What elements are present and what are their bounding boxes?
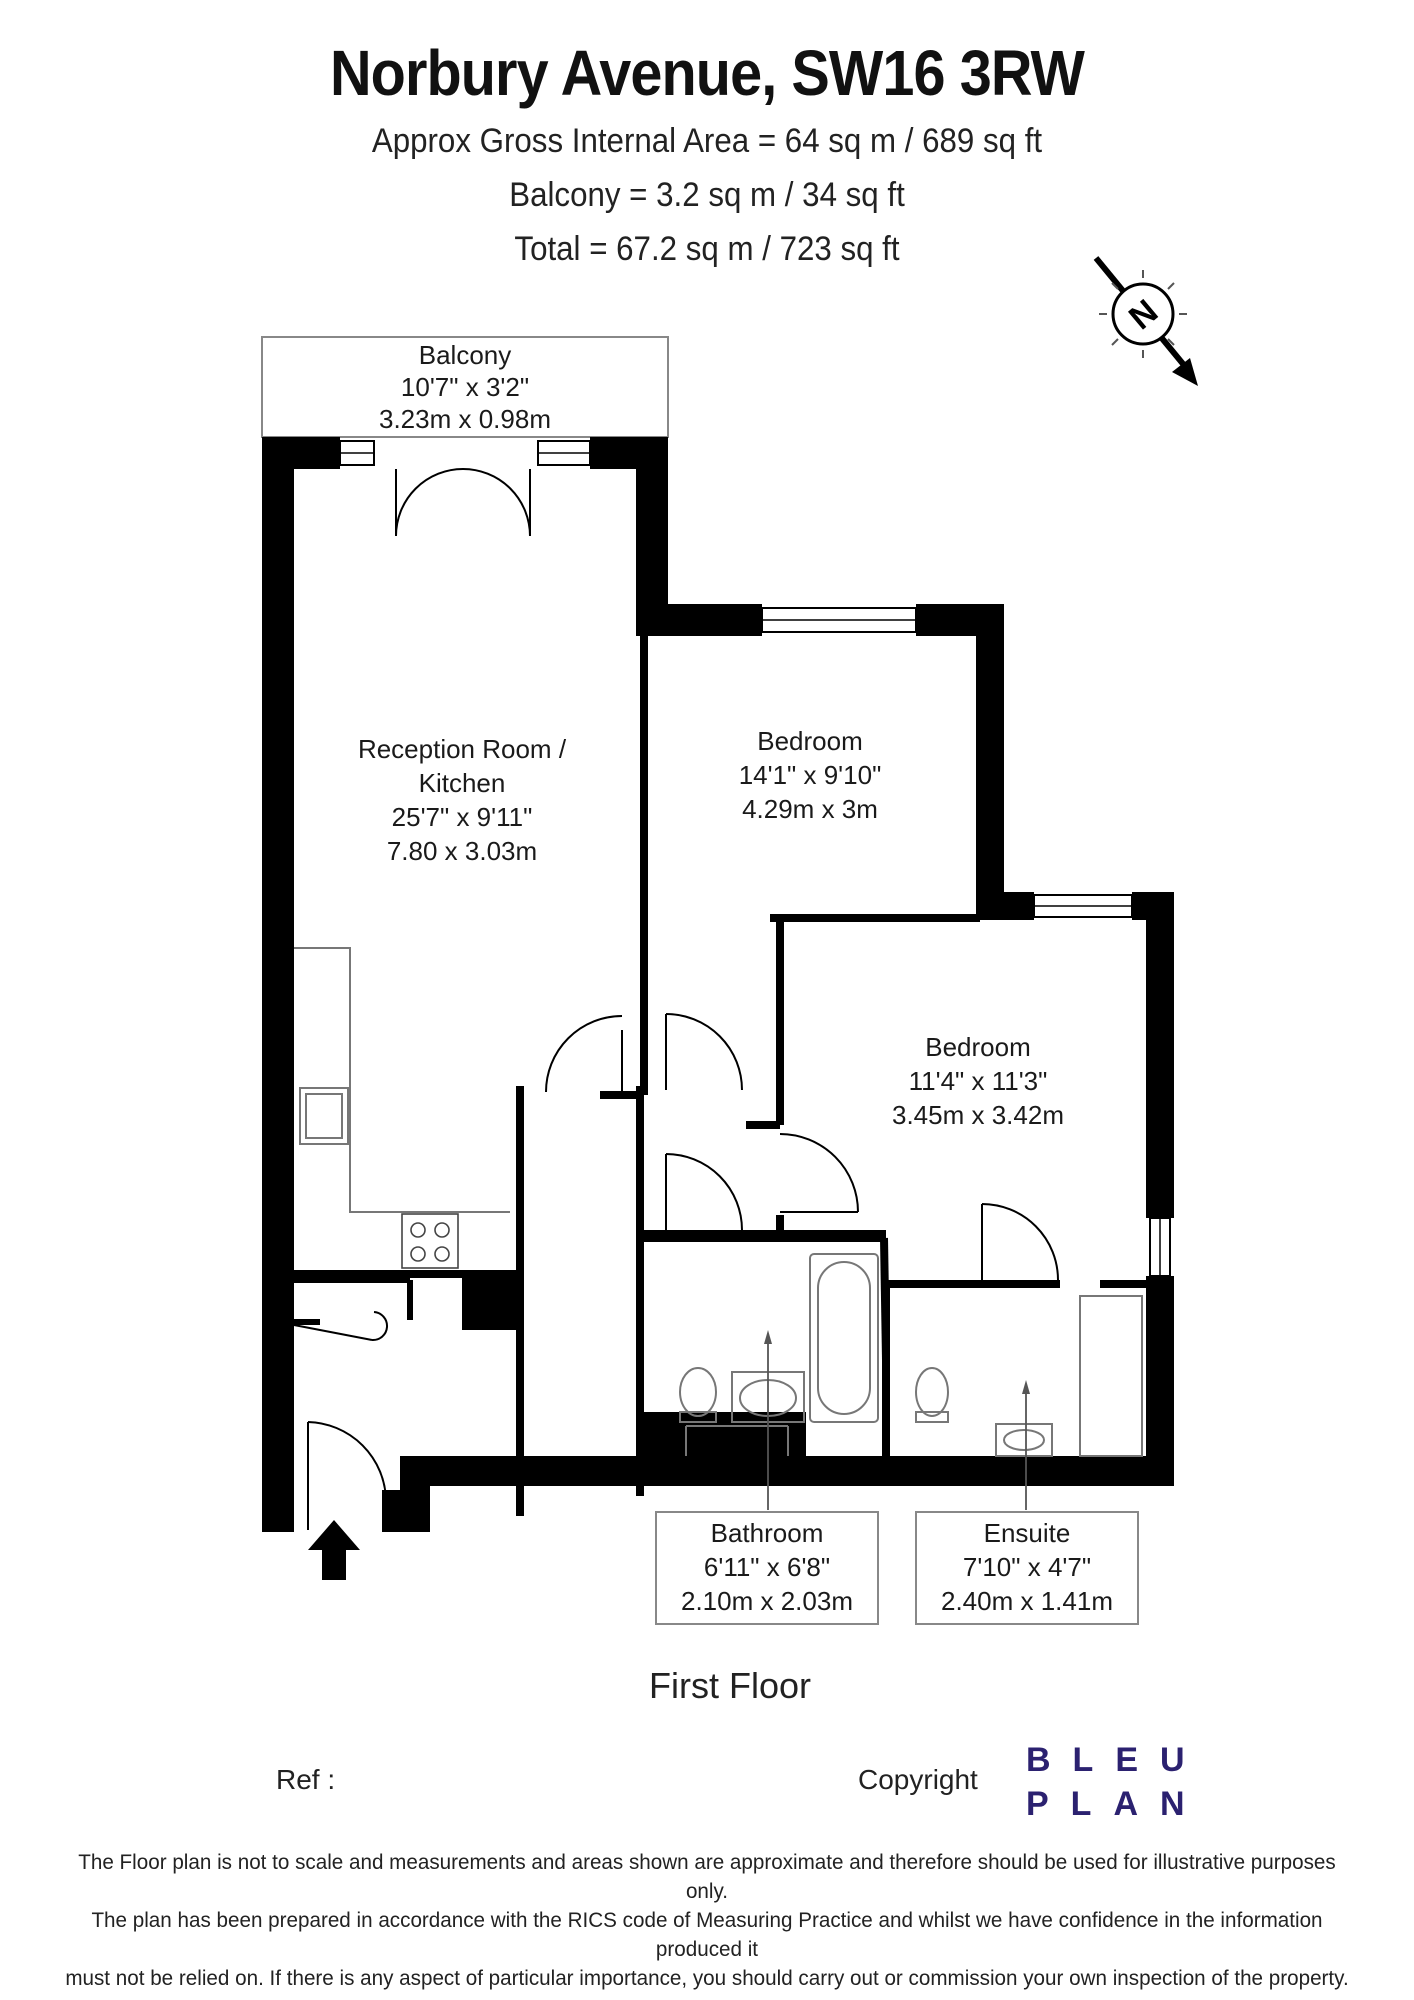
logo-line-1: BLEU (1026, 1741, 1207, 1779)
doors (293, 1013, 1059, 1530)
bathroom-fixtures (679, 1253, 1143, 1457)
compass-icon: N (1093, 256, 1198, 386)
ref-label: Ref : (276, 1764, 336, 1795)
balcony-metric: 3.23m x 0.98m (379, 404, 551, 434)
bedroom1-imperial: 14'1" x 9'10" (739, 760, 882, 790)
floor-label: First Floor (649, 1665, 811, 1706)
disclaimer-line-3: must not be relied on. If there is any a… (65, 1966, 1349, 1990)
balcony-outline (261, 336, 669, 438)
reception-name-1: Reception Room / (358, 734, 567, 764)
bathroom-imperial: 6'11" x 6'8" (704, 1552, 830, 1582)
partitions (516, 636, 1148, 1456)
balcony-doors (395, 468, 531, 537)
disclaimer-line-2: The plan has been prepared in accordance… (91, 1908, 1323, 1961)
kitchen-units (294, 947, 510, 1213)
cupboard-walls (294, 1277, 413, 1325)
ensuite-imperial: 7'10" x 4'7" (963, 1552, 1091, 1582)
bedroom2-metric: 3.45m x 3.42m (892, 1100, 1064, 1130)
hob-icon (401, 1213, 459, 1269)
copyright-label: Copyright (858, 1764, 978, 1795)
bathroom-metric: 2.10m x 2.03m (681, 1586, 853, 1616)
reception-imperial: 25'7" x 9'11" (392, 802, 533, 832)
reception-metric: 7.80 x 3.03m (387, 836, 537, 866)
bathroom-label-box (655, 1511, 879, 1625)
balcony-area-text: Balcony = 3.2 sq m / 34 sq ft (509, 176, 905, 214)
bleu-plan-logo: BLEU PLAN (1026, 1738, 1207, 1826)
ensuite-metric: 2.40m x 1.41m (941, 1586, 1113, 1616)
bedroom2-name: Bedroom (925, 1032, 1031, 1062)
bedroom1-name: Bedroom (757, 726, 863, 756)
window-lines (340, 452, 1161, 1276)
page-title: Norbury Avenue, SW16 3RW (329, 37, 1085, 109)
gross-area-text: Approx Gross Internal Area = 64 sq m / 6… (371, 122, 1043, 160)
ensuite-label-box (915, 1511, 1139, 1625)
entrance-arrow-icon (308, 1520, 360, 1580)
reception-name-2: Kitchen (419, 768, 506, 798)
walls (262, 437, 1174, 1532)
logo-line-2: PLAN (1026, 1785, 1207, 1823)
balcony-name: Balcony (419, 340, 512, 370)
bathroom-name: Bathroom (711, 1518, 824, 1548)
bedroom2-imperial: 11'4" x 11'3" (909, 1066, 1048, 1096)
total-area-text: Total = 67.2 sq m / 723 sq ft (514, 230, 900, 268)
bedroom1-metric: 4.29m x 3m (742, 794, 878, 824)
ensuite-name: Ensuite (984, 1518, 1071, 1548)
leader-lines (767, 1340, 1027, 1510)
disclaimer: The Floor plan is not to scale and measu… (57, 1848, 1357, 1993)
disclaimer-line-1: The Floor plan is not to scale and measu… (78, 1850, 1336, 1903)
balcony-imperial: 10'7" x 3'2" (401, 372, 529, 402)
